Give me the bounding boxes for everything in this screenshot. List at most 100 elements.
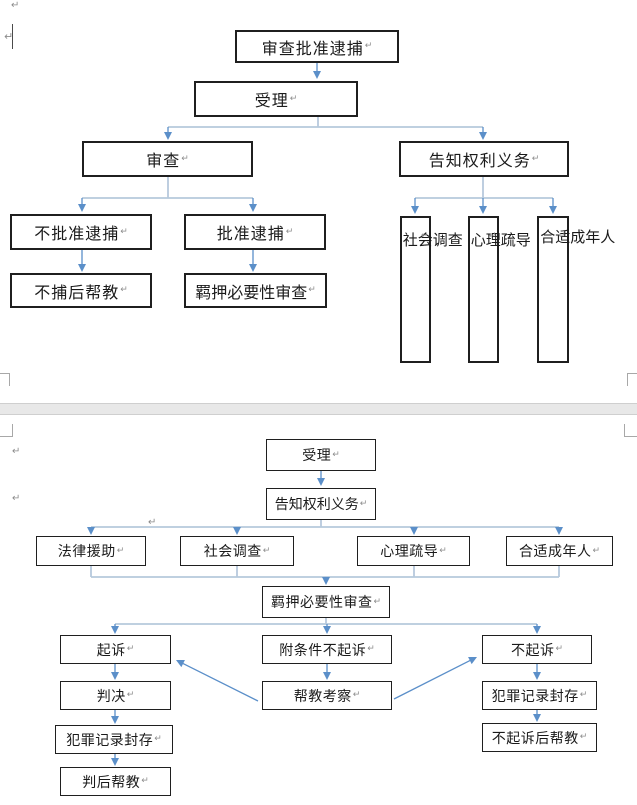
page-break-band — [0, 403, 637, 415]
node-psychological-counseling-vertical[interactable]: 心理疏导↵ — [468, 216, 531, 363]
arrowhead-icon — [468, 657, 477, 665]
node-accept[interactable]: 受理↵ — [194, 81, 358, 117]
arrowhead-icon — [317, 478, 325, 486]
node-post-non-arrest-help[interactable]: 不捕后帮教↵ — [10, 273, 152, 308]
node-label: 犯罪记录封存 — [491, 688, 579, 705]
arrowhead-icon — [479, 132, 487, 140]
paragraph-mark-icon: ↵ — [352, 690, 361, 700]
node-judgment[interactable]: 判决↵ — [60, 681, 171, 710]
node-inform-rights-2[interactable]: 告知权利义务↵ — [266, 488, 376, 520]
node-label: 不起诉 — [510, 642, 555, 659]
node-label: 法律援助 — [57, 544, 116, 560]
node-conditional-non-prosecution[interactable]: 附条件不起诉↵ — [262, 635, 392, 664]
node-criminal-record-sealing-right[interactable]: 犯罪记录封存↵ — [482, 681, 597, 710]
paragraph-mark-icon: ↵ — [120, 285, 128, 295]
node-review-approve-arrest[interactable]: 审查批准逮捕↵ — [235, 30, 399, 63]
node-prosecution[interactable]: 起诉↵ — [60, 635, 171, 664]
node-accept-2[interactable]: 受理↵ — [266, 439, 376, 471]
node-disapprove-arrest[interactable]: 不批准逮捕↵ — [10, 214, 152, 250]
node-label: 审查批准逮捕 — [261, 38, 364, 58]
paragraph-mark-icon: ↵ — [488, 231, 497, 241]
node-detention-necessity-review[interactable]: 羁押必要性审查↵ — [184, 273, 327, 308]
paragraph-mark-icon: ↵ — [4, 30, 14, 43]
node-label: 审查 — [146, 151, 181, 170]
node-label: 羁押必要性审查 — [270, 595, 373, 611]
paragraph-mark-icon: ↵ — [555, 644, 564, 654]
node-label: 心理疏导 — [380, 544, 439, 560]
paragraph-mark-icon: ↵ — [367, 644, 375, 654]
node-label: 心理疏导 — [470, 231, 531, 249]
node-label: 批准逮捕 — [216, 224, 285, 243]
paragraph-mark-icon: ↵ — [11, 0, 20, 11]
arrowhead-icon — [411, 206, 419, 214]
paragraph-mark-icon: ↵ — [181, 153, 189, 164]
paragraph-mark-icon: ↵ — [308, 285, 316, 295]
arrowhead-icon — [323, 626, 331, 634]
node-legal-aid[interactable]: 法律援助↵ — [36, 536, 146, 566]
node-review[interactable]: 审查↵ — [82, 141, 253, 177]
node-label: 判决 — [96, 688, 126, 705]
arrowhead-icon — [533, 626, 541, 634]
arrowhead-icon — [249, 264, 257, 272]
node-label: 告知权利义务 — [428, 151, 531, 170]
paragraph-mark-icon: ↵ — [120, 226, 128, 237]
arrowhead-icon — [533, 672, 541, 680]
node-label: 不起诉后帮教 — [491, 730, 579, 747]
node-inform-rights[interactable]: 告知权利义务↵ — [399, 141, 569, 177]
node-label: 判后帮教 — [82, 774, 141, 791]
paragraph-mark-icon: ↵ — [558, 231, 566, 241]
paragraph-mark-icon: ↵ — [154, 734, 162, 744]
paragraph-mark-icon: ↵ — [285, 226, 294, 237]
paragraph-mark-icon: ↵ — [373, 596, 382, 607]
node-social-investigation-vertical[interactable]: 社会调查↵ — [400, 216, 463, 363]
arrowhead-icon — [249, 204, 257, 212]
node-psychological-counseling-2[interactable]: 心理疏导↵ — [357, 536, 470, 566]
node-label: 不批准逮捕 — [34, 224, 120, 243]
arrowhead-icon — [164, 132, 172, 140]
page2-top-left-margin-mark — [0, 424, 13, 437]
paragraph-mark-icon: ↵ — [359, 498, 368, 509]
node-help-and-inspection[interactable]: 帮教考察↵ — [262, 681, 392, 710]
arrowhead-icon — [78, 264, 86, 272]
paragraph-mark-icon: ↵ — [289, 93, 298, 104]
paragraph-mark-icon: ↵ — [126, 690, 135, 700]
arrowhead-icon — [176, 660, 185, 668]
node-label: 社会调查 — [402, 231, 463, 249]
node-appropriate-adult-vertical[interactable]: 合适成年人↵ — [537, 216, 616, 363]
node-label: 受理 — [254, 91, 289, 110]
flow-arrow-line — [393, 659, 472, 700]
node-detention-necessity-review-2[interactable]: 羁押必要性审查↵ — [262, 586, 390, 618]
paragraph-mark-icon: ↵ — [364, 41, 373, 51]
paragraph-mark-icon: ↵ — [579, 690, 588, 700]
arrowhead-icon — [549, 206, 557, 214]
node-approve-arrest[interactable]: 批准逮捕↵ — [184, 214, 326, 250]
arrowhead-icon — [87, 527, 95, 535]
paragraph-mark-icon: ↵ — [579, 732, 588, 742]
node-label: 合适成年人 — [540, 228, 616, 246]
arrowhead-icon — [111, 758, 119, 766]
arrowhead-icon — [533, 714, 541, 722]
node-social-investigation-2[interactable]: 社会调查↵ — [180, 536, 294, 566]
flow-arrow-line — [181, 662, 259, 702]
node-label: 不捕后帮教 — [34, 282, 120, 302]
arrowhead-icon — [78, 204, 86, 212]
paragraph-mark-icon: ↵ — [12, 493, 21, 504]
node-label: 告知权利义务 — [274, 497, 359, 513]
node-appropriate-adult-2[interactable]: 合适成年人↵ — [506, 536, 613, 566]
node-non-prosecution[interactable]: 不起诉↵ — [482, 635, 592, 664]
node-label: 受理 — [302, 448, 332, 464]
page1-bottom-left-margin-mark — [0, 373, 10, 386]
node-post-non-prosecution-help[interactable]: 不起诉后帮教↵ — [482, 723, 597, 752]
paragraph-mark-icon: ↵ — [332, 449, 340, 460]
arrowhead-icon — [111, 716, 119, 724]
node-post-judgment-help[interactable]: 判后帮教↵ — [60, 767, 171, 796]
node-label: 羁押必要性审查 — [195, 282, 308, 302]
paragraph-mark-icon: ↵ — [116, 545, 125, 556]
node-criminal-record-sealing-left[interactable]: 犯罪记录封存↵ — [55, 725, 173, 754]
paragraph-mark-icon: ↵ — [148, 517, 157, 528]
page1-bottom-right-margin-mark — [627, 373, 637, 386]
paragraph-mark-icon: ↵ — [531, 153, 540, 164]
paragraph-mark-icon: ↵ — [592, 545, 601, 556]
node-label: 帮教考察 — [293, 688, 352, 705]
